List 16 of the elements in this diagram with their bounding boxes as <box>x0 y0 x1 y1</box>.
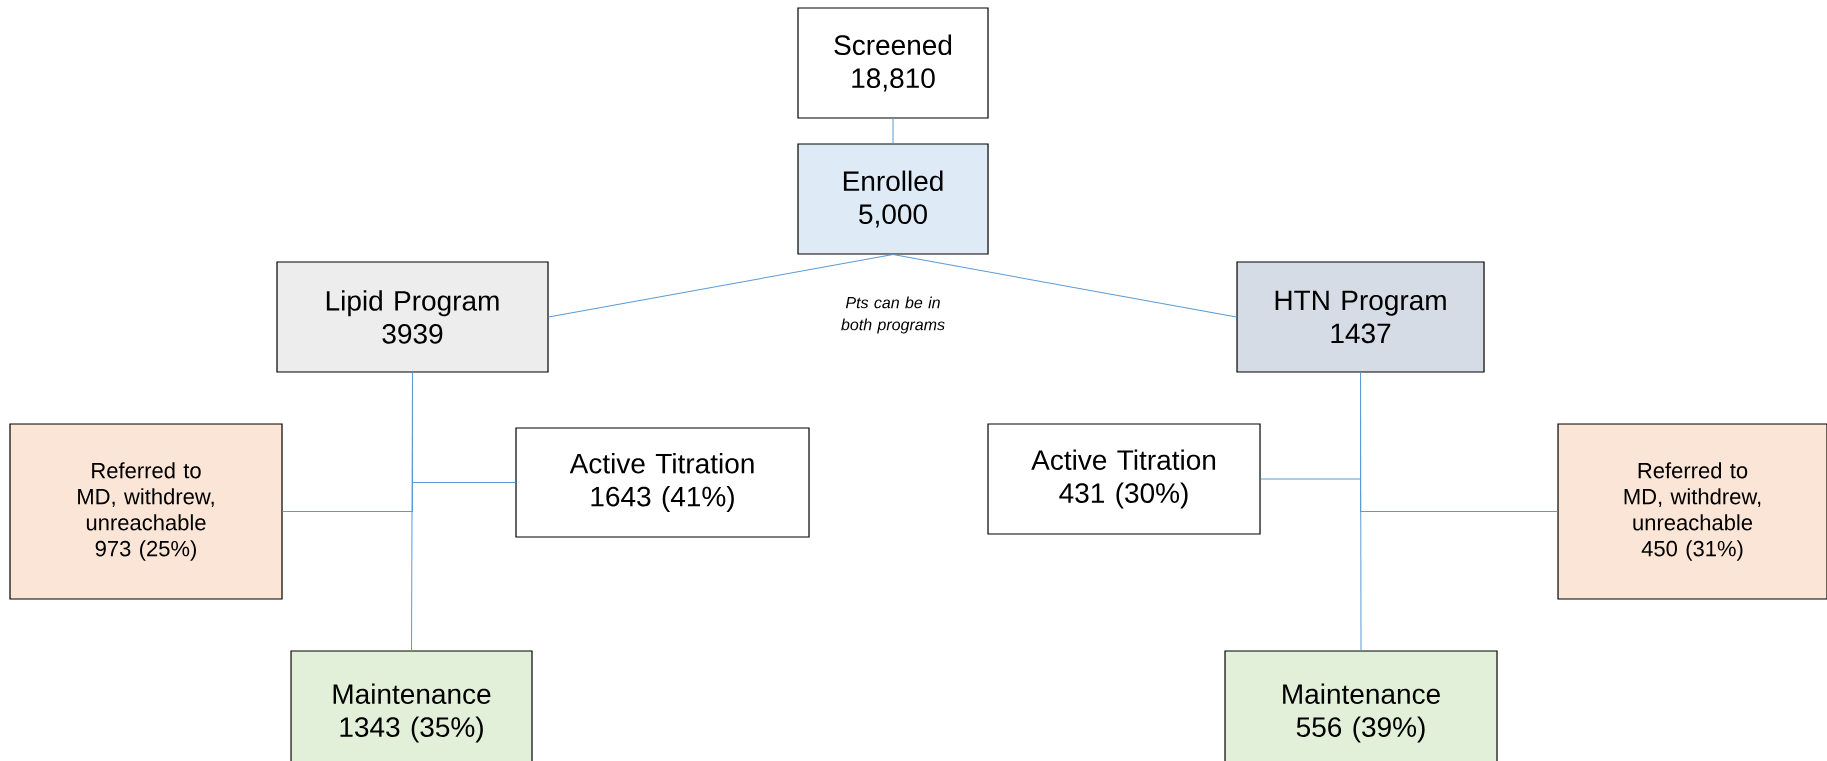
count-box: Active Titration 1643 (41%) <box>515 427 810 538</box>
count-box: Enrolled 5,000 <box>797 143 989 255</box>
count-box: Active Titration 431 (30%) <box>987 423 1261 535</box>
count-box: Maintenance 1343 (35%) <box>290 650 533 761</box>
note-text: Pts can be in both programs <box>841 296 945 334</box>
count-box: Screened 18,810 <box>797 7 989 119</box>
count-box: Referred to MD, withdrew, unreachable 973 (25%) <box>9 423 283 600</box>
connector-line <box>411 372 413 651</box>
connector-line <box>892 254 1237 318</box>
count-box: Maintenance 556 (39%) <box>1224 650 1498 761</box>
program-box: HTN Program 1437 <box>1236 261 1485 373</box>
connector-line <box>892 118 894 144</box>
connector-line <box>1360 372 1362 651</box>
count-box: Referred to MD, withdrew, unreachable 450 (31%) <box>1557 423 1827 600</box>
connector-line <box>548 254 894 318</box>
program-box: Lipid Program 3939 <box>276 261 549 373</box>
